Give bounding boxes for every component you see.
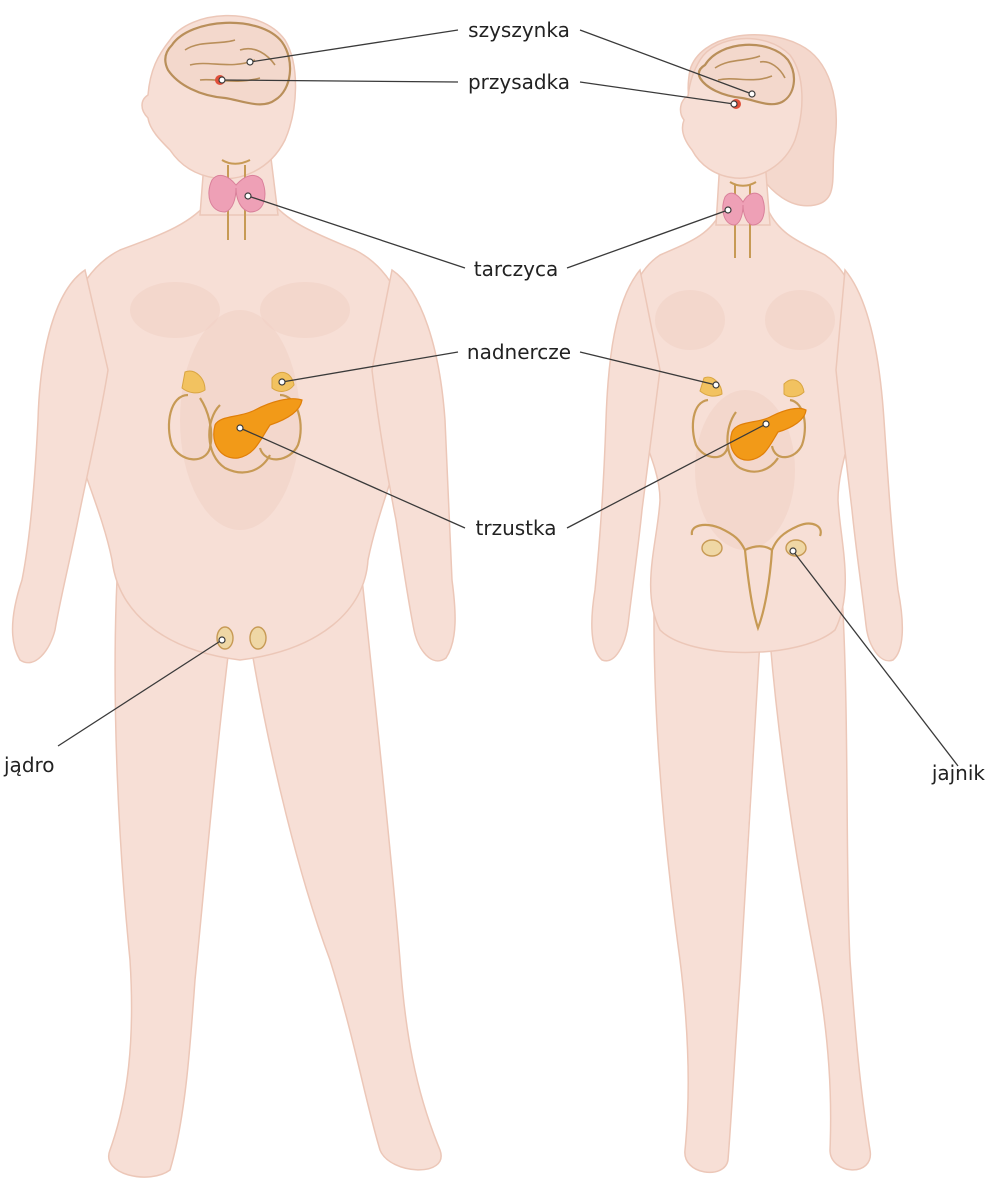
female-breast-shade-right <box>765 290 835 350</box>
dot-adrenal-male <box>279 379 285 385</box>
dot-pineal-female <box>749 91 755 97</box>
male-chest-shade-left <box>130 282 220 338</box>
dot-pancreas-male <box>237 425 243 431</box>
female-ovary-right <box>786 540 806 556</box>
male-chest-shade-right <box>260 282 350 338</box>
female-figure <box>592 35 902 1173</box>
label-testis: jądro <box>3 753 55 777</box>
male-testis-right <box>250 627 266 649</box>
label-ovary: jajnik <box>931 761 986 785</box>
female-right-leg <box>770 560 870 1170</box>
male-figure <box>13 16 455 1177</box>
dot-thyroid-male <box>245 193 251 199</box>
dot-pineal-male <box>247 59 253 65</box>
dot-pituitary-female <box>731 101 737 107</box>
label-thyroid: tarczyca <box>474 257 558 281</box>
dot-thyroid-female <box>725 207 731 213</box>
dot-adrenal-female <box>713 382 719 388</box>
label-pancreas: trzustka <box>476 516 557 540</box>
dot-pituitary-male <box>219 77 225 83</box>
female-left-arm <box>592 270 660 661</box>
female-right-arm <box>836 270 902 661</box>
dot-ovary <box>790 548 796 554</box>
dot-testis <box>219 637 225 643</box>
dot-pancreas-female <box>763 421 769 427</box>
female-breast-shade-left <box>655 290 725 350</box>
label-adrenal: nadnercze <box>467 340 571 364</box>
female-ovary-left <box>702 540 722 556</box>
label-pineal: szyszynka <box>468 18 570 42</box>
label-pituitary: przysadka <box>468 70 570 94</box>
